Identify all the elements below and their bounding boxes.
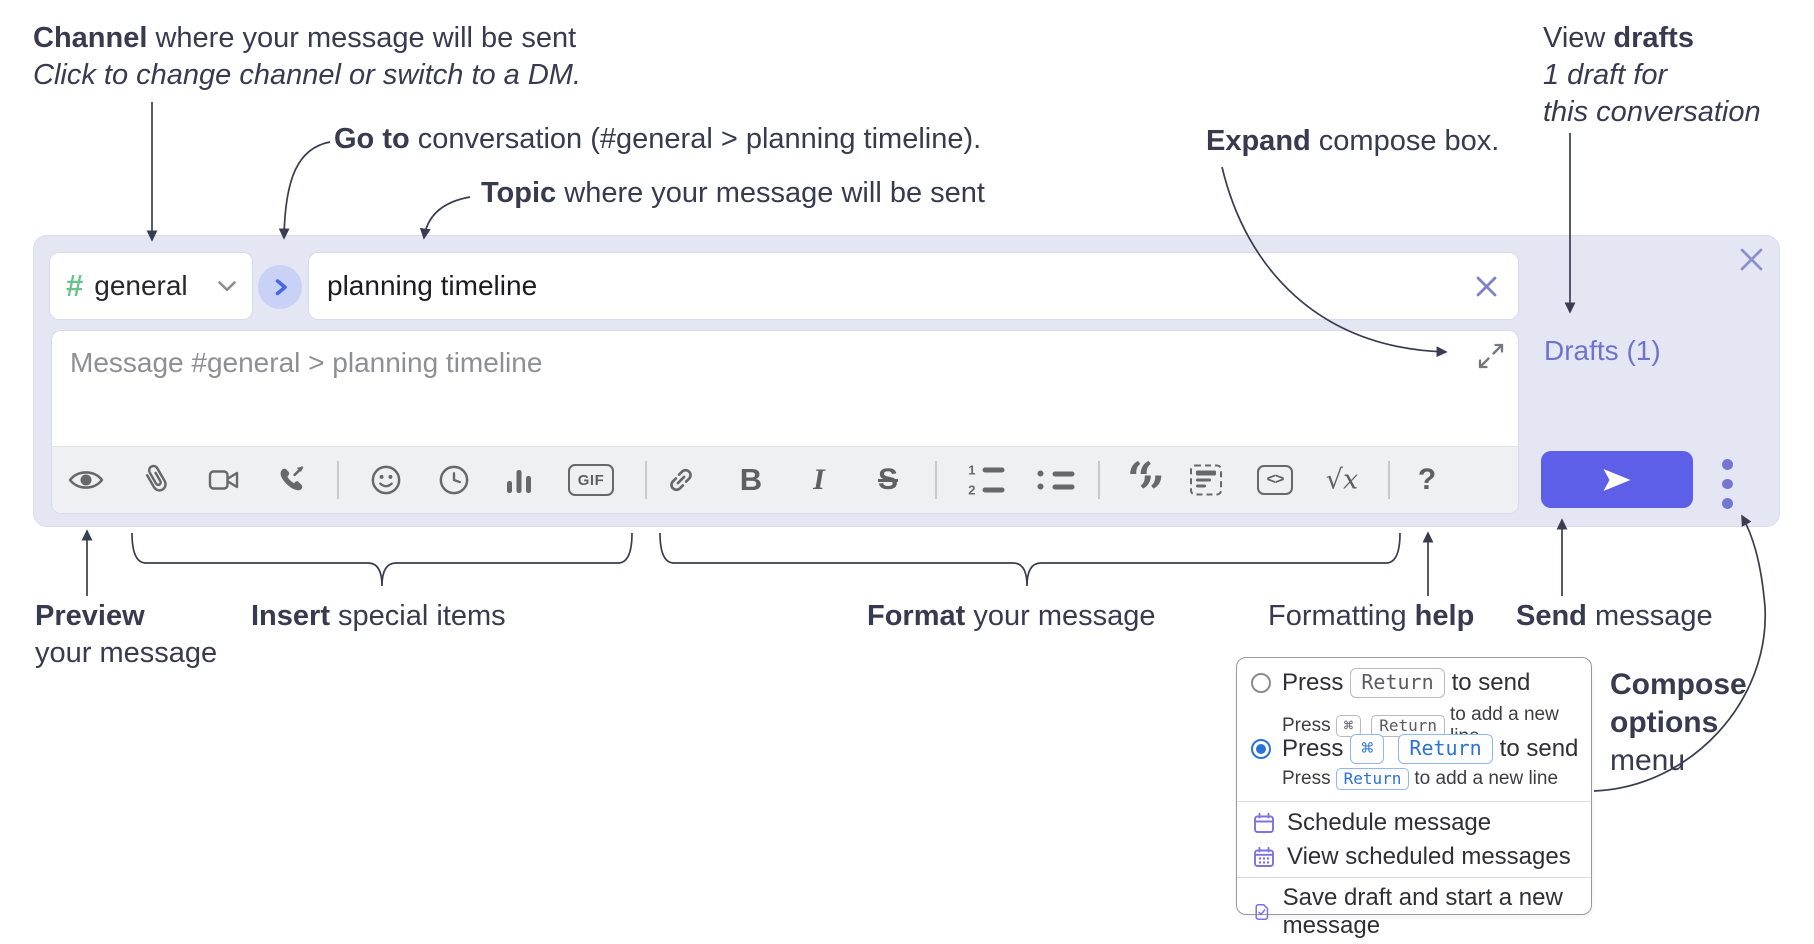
menu-option-enter-to-send[interactable]: Press Return to send: [1251, 668, 1530, 698]
drafts-link[interactable]: Drafts (1): [1544, 335, 1661, 366]
close-icon: [1740, 248, 1763, 271]
emoji-icon[interactable]: [371, 465, 402, 496]
compose-toolbar: GIF B I: [52, 446, 1518, 520]
message-formatting-help-icon[interactable]: ?: [1417, 463, 1437, 496]
annotation-channel-subtext: Click to change channel or switch to a D…: [33, 59, 582, 91]
bold-icon[interactable]: B: [739, 462, 763, 497]
menu-option-cmd-enter-to-send-subtext: Press Return to add a new line: [1282, 768, 1559, 790]
goto-conversation-button[interactable]: [258, 265, 302, 309]
start-audio-call-icon[interactable]: [276, 465, 307, 496]
compose-options-popup: Press Return to send Press ⌘ Return to a…: [1236, 657, 1592, 939]
annotation-preview: Preview your message: [35, 600, 218, 669]
add-global-time-icon[interactable]: [439, 465, 470, 496]
draft-document-check-icon: [1255, 904, 1269, 920]
code-icon[interactable]: <>: [1257, 465, 1293, 495]
annotation-expand: Expand compose box.: [1206, 125, 1500, 157]
spoiler-icon[interactable]: [1190, 464, 1222, 496]
ellipsis-dot: [1721, 459, 1733, 470]
annotation-view-drafts: View drafts 1 draft for this conversatio…: [1543, 22, 1761, 128]
channel-selector[interactable]: # general: [50, 253, 252, 319]
annotation-channel: Channel where your message will be sent …: [33, 20, 581, 94]
ellipsis-dot: [1721, 478, 1733, 490]
paper-plane-icon: [1603, 468, 1631, 491]
link-icon[interactable]: [665, 464, 698, 497]
radio-selected-icon[interactable]: [1251, 739, 1271, 759]
annotation-insert: Insert special items: [251, 600, 506, 632]
toolbar-divider: [337, 461, 339, 499]
chevron-down-icon: [218, 280, 236, 291]
chevron-right-icon: [275, 279, 287, 296]
toolbar-divider: [935, 461, 937, 499]
cmd-key: ⌘: [1350, 734, 1385, 764]
italic-icon[interactable]: I: [813, 463, 825, 496]
channel-hash-icon: #: [66, 268, 84, 303]
menu-item-schedule-message[interactable]: Schedule message: [1253, 809, 1491, 837]
menu-item-save-draft-new-message[interactable]: Save draft and start a new message: [1253, 884, 1591, 940]
strikethrough-icon[interactable]: S: [877, 463, 899, 496]
return-key: Return: [1335, 768, 1410, 790]
attach-file-icon[interactable]: [139, 463, 173, 497]
brace-insert: [131, 532, 633, 587]
calendar-icon: [1254, 812, 1274, 833]
toolbar-divider: [1098, 461, 1100, 499]
add-gif-icon[interactable]: GIF: [568, 464, 614, 496]
annotation-compose-options: Compose options menu: [1610, 668, 1747, 777]
start-video-call-icon[interactable]: [208, 468, 240, 493]
topic-value: planning timeline: [327, 270, 538, 301]
menu-divider: [1237, 801, 1591, 802]
math-icon[interactable]: √x: [1325, 464, 1359, 496]
message-compose-area[interactable]: Message #general > planning timeline: [52, 331, 1518, 520]
menu-option-cmd-enter-to-send[interactable]: Press ⌘ Return to send: [1251, 734, 1578, 764]
line-topic: [419, 196, 471, 240]
create-poll-icon[interactable]: [506, 466, 533, 494]
close-icon: [1476, 276, 1497, 296]
ellipsis-dot: [1721, 498, 1733, 510]
return-key: Return: [1398, 734, 1493, 764]
line-goto: [278, 141, 331, 240]
channel-name: general: [94, 270, 188, 301]
bulleted-list-icon[interactable]: [1036, 470, 1075, 490]
calendar-grid-icon: [1254, 846, 1274, 867]
send-button[interactable]: [1541, 451, 1693, 508]
annotation-format: Format your message: [867, 600, 1156, 632]
toolbar-divider: [645, 461, 647, 499]
menu-divider: [1237, 877, 1591, 878]
preview-icon[interactable]: [68, 467, 104, 493]
topic-input[interactable]: planning timeline: [309, 253, 1518, 319]
menu-item-view-scheduled-messages[interactable]: View scheduled messages: [1253, 843, 1571, 871]
close-compose-icon[interactable]: [1736, 244, 1767, 275]
clear-topic-icon[interactable]: [1473, 273, 1500, 300]
message-placeholder: Message #general > planning timeline: [70, 347, 543, 378]
annotation-goto: Go to conversation (#general > planning …: [334, 123, 982, 155]
expand-diagonal-icon: [1478, 343, 1504, 369]
quote-icon[interactable]: “ ”: [1127, 452, 1165, 520]
brace-format: [659, 532, 1401, 587]
annotation-formatting-help: Formatting help: [1268, 600, 1475, 632]
annotation-channel-text: where your message will be sent: [147, 22, 577, 54]
compose-options-menu-button[interactable]: [1715, 458, 1739, 510]
return-key: Return: [1350, 668, 1445, 698]
numbered-list-icon[interactable]: 1 2: [966, 464, 1005, 497]
expand-compose-icon[interactable]: [1476, 341, 1506, 371]
annotation-topic: Topic where your message will be sent: [481, 177, 985, 209]
annotation-channel-bold: Channel: [33, 22, 148, 54]
annotation-send: Send message: [1516, 600, 1713, 632]
cmd-key: ⌘: [1335, 715, 1362, 737]
toolbar-divider: [1388, 461, 1390, 499]
radio-unselected-icon[interactable]: [1251, 673, 1271, 693]
compose-box: # general planning timeline: [33, 235, 1780, 527]
